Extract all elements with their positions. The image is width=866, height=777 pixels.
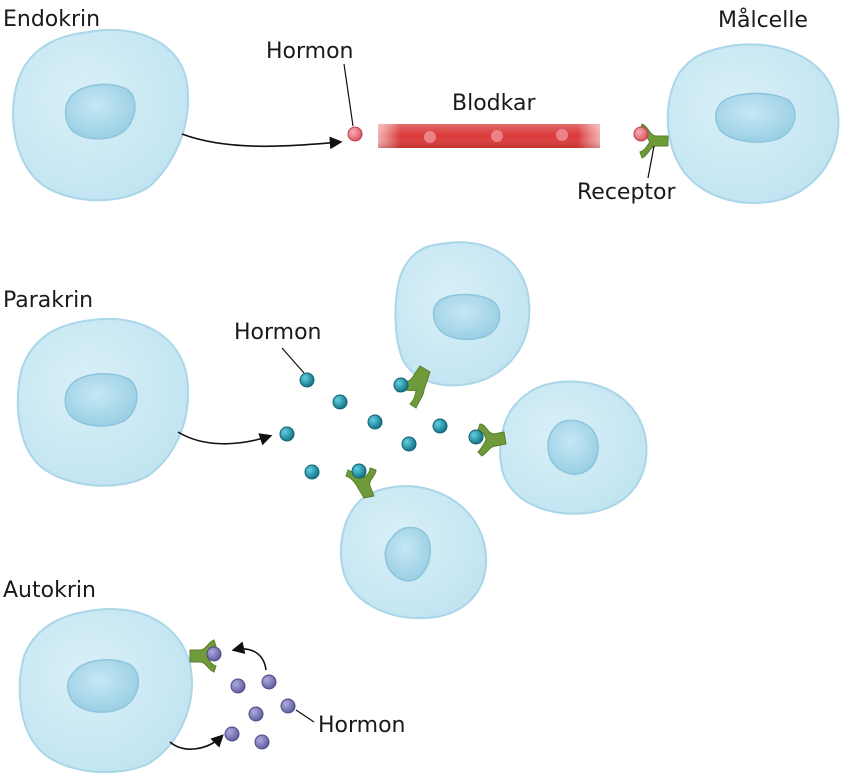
hormone-dot-red bbox=[347, 126, 363, 142]
nucleus bbox=[432, 293, 501, 341]
hormone-leader-line bbox=[281, 347, 305, 374]
hormone-dot-purple bbox=[254, 734, 270, 750]
secretion-arrow-paracrine bbox=[177, 431, 273, 446]
hormone-dot-teal bbox=[432, 418, 448, 434]
hormone-label-autocrine: Hormon bbox=[318, 713, 406, 738]
hormone-dot-teal bbox=[279, 426, 295, 442]
hormone-dot-teal bbox=[401, 436, 417, 452]
nucleus bbox=[64, 83, 136, 140]
hormone-bound-teal bbox=[393, 377, 409, 393]
blood-vessel bbox=[378, 124, 600, 148]
receptor-paracrine-right bbox=[477, 423, 507, 457]
hormone-leader-line bbox=[343, 63, 354, 127]
hormone-bound-teal bbox=[351, 463, 367, 479]
secreting-cell-endocrine bbox=[12, 28, 190, 202]
hormone-bound-teal bbox=[468, 429, 484, 445]
return-arrow-autocrine bbox=[231, 641, 267, 671]
hormone-dot-purple bbox=[224, 726, 240, 742]
hormone-cluster-autocrine bbox=[224, 674, 296, 750]
section-title-paracrine: Parakrin bbox=[3, 288, 93, 313]
target-cell-paracrine-top bbox=[394, 241, 531, 387]
hormone-dot-purple bbox=[248, 706, 264, 722]
hormone-bound-purple bbox=[206, 646, 222, 662]
hormone-cluster-paracrine bbox=[279, 372, 448, 480]
hormone-dot-purple bbox=[230, 678, 246, 694]
hormone-dot-purple bbox=[261, 674, 277, 690]
hormone-dot-teal bbox=[332, 394, 348, 410]
receptor-leader-line bbox=[647, 145, 655, 179]
nucleus bbox=[384, 526, 432, 582]
receptor-label: Receptor bbox=[577, 180, 677, 205]
hormone-dot-teal bbox=[299, 372, 315, 388]
hormone-dot-teal bbox=[304, 464, 320, 480]
hormone-label-endocrine: Hormon bbox=[266, 39, 354, 64]
secretion-arrow-endocrine bbox=[181, 133, 343, 150]
hormone-leader-line bbox=[295, 709, 315, 723]
blood-vessel-label: Blodkar bbox=[452, 91, 536, 116]
secreting-cell-paracrine bbox=[16, 317, 190, 487]
target-cell-paracrine-right bbox=[499, 380, 648, 515]
hormone-bound-red bbox=[633, 126, 649, 142]
nucleus bbox=[547, 419, 599, 475]
section-title-endocrine: Endokrin bbox=[3, 7, 100, 32]
nucleus bbox=[64, 373, 138, 427]
autocrine-cell bbox=[18, 608, 193, 774]
nucleus bbox=[715, 92, 796, 143]
target-cell-endocrine bbox=[666, 43, 840, 204]
section-title-autocrine: Autokrin bbox=[3, 578, 96, 603]
hormone-dot-teal bbox=[367, 414, 383, 430]
hormone-label-paracrine: Hormon bbox=[234, 320, 322, 345]
hormone-dot-purple bbox=[280, 698, 296, 714]
nucleus bbox=[67, 659, 140, 713]
target-cell-paracrine-bottom bbox=[340, 484, 488, 620]
secretion-arrow-autocrine bbox=[169, 734, 224, 750]
target-cell-label: Målcelle bbox=[718, 7, 808, 33]
